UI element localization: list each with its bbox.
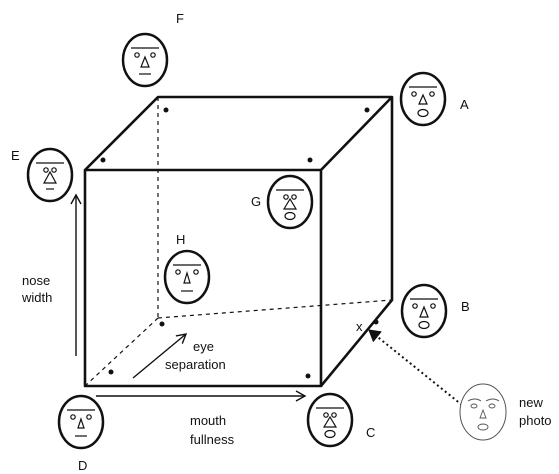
corner-dot-bottom-back-left [159, 321, 165, 327]
eye-separation-axis-arrow [132, 333, 188, 379]
axis-label-fullness: fullness [190, 432, 235, 447]
label-F: F [176, 11, 184, 26]
new-photo-dotted-arrow [368, 329, 463, 406]
label-D: D [78, 458, 87, 473]
corner-dot-top-front-right [307, 157, 313, 163]
face-icon-C [306, 392, 354, 448]
cube-top-face [84, 95, 394, 171]
corner-dot-top-back-left [163, 107, 169, 113]
face-icon-H [163, 249, 211, 305]
cube-hidden-edges [84, 97, 393, 387]
face-icon-G [266, 174, 314, 230]
face-sketch-icon-new-photo [459, 383, 507, 441]
cube-corner-dots [100, 107, 379, 379]
face-icon-B [400, 283, 448, 339]
face-icon-D [57, 394, 105, 450]
label-B: B [461, 299, 470, 314]
corner-dot-bottom-front-right [305, 373, 311, 379]
corner-dot-top-front-left [100, 157, 106, 163]
point-x-marker: x [356, 319, 363, 334]
hidden-edge-back-bottom [157, 299, 393, 319]
new-photo-label-line2: photo [519, 413, 552, 428]
cube-front-face [83, 168, 323, 388]
face-icon-A [399, 71, 447, 127]
hidden-edge-depth [84, 317, 159, 387]
cube-right-face [319, 97, 394, 387]
label-E: E [11, 148, 20, 163]
face-icon-F [121, 32, 169, 88]
new-photo-label-line1: new [519, 395, 543, 410]
face-icon-E [26, 147, 74, 203]
corner-dot-bottom-front-left [108, 369, 114, 375]
label-H: H [176, 232, 185, 247]
axis-label-eye: eye [193, 339, 214, 354]
axis-label-width: width [21, 290, 52, 305]
corner-dot-top-back-right [364, 107, 370, 113]
label-C: C [366, 425, 375, 440]
cube-visible-edges [83, 95, 394, 388]
axis-label-separation: separation [165, 357, 226, 372]
axis-label-mouth: mouth [190, 413, 226, 428]
corner-dot-bottom-back-right [373, 319, 379, 325]
label-A: A [460, 97, 469, 112]
label-G: G [251, 194, 261, 209]
axis-label-nose: nose [22, 273, 50, 288]
